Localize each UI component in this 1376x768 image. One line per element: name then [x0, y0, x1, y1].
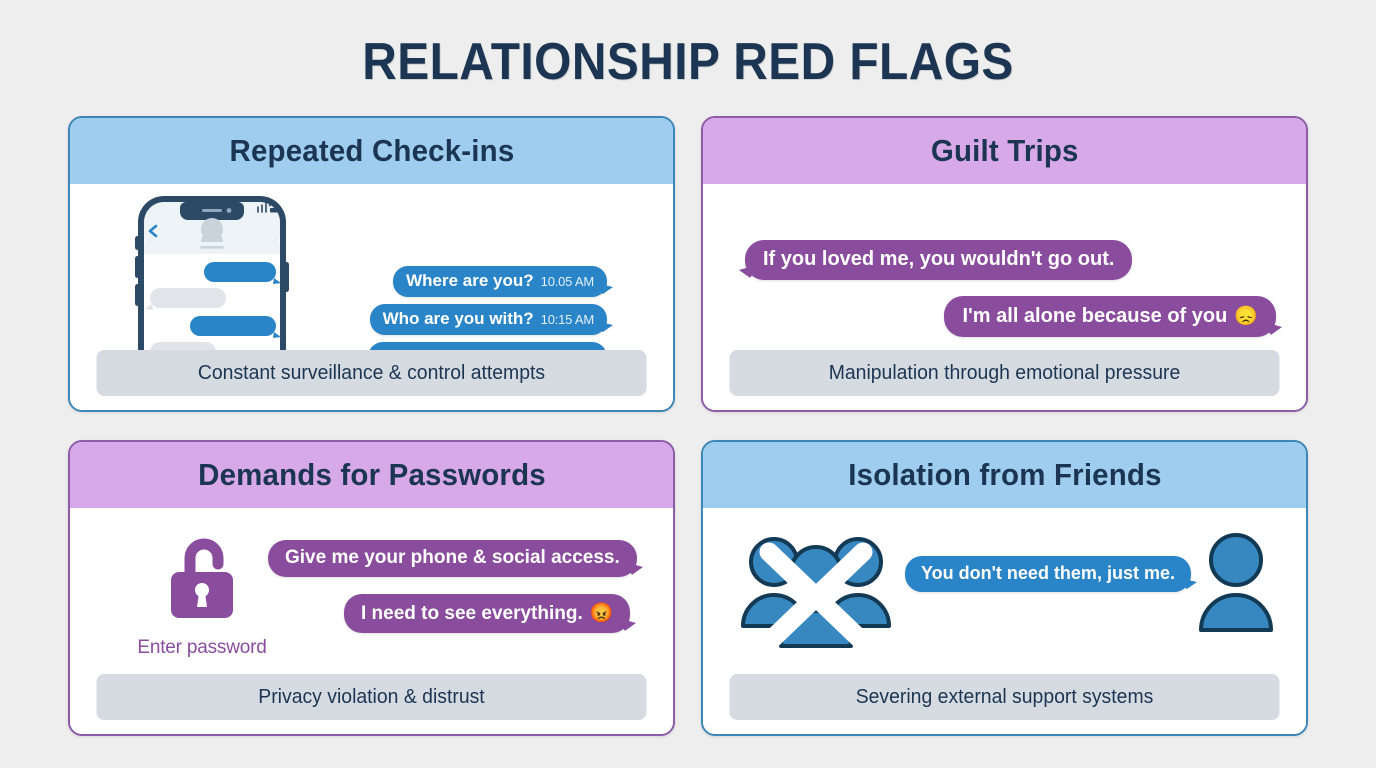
- card-body-guilt-trips: If you loved me, you wouldn't go out. I'…: [703, 184, 1306, 350]
- card-footer-caption: Severing external support systems: [729, 674, 1280, 720]
- card-header-demands-for-passwords: Demands for Passwords: [70, 442, 673, 508]
- message-bubble: I'm all alone because of you 😞: [944, 296, 1282, 337]
- smartphone-chat-icon: [128, 192, 296, 350]
- card-guilt-trips: Guilt Trips If you loved me, you wouldn'…: [701, 116, 1308, 412]
- message-time: 10.05 AM: [540, 274, 595, 289]
- card-footer-caption: Privacy violation & distrust: [96, 674, 647, 720]
- message-time: 10:15 AM: [540, 312, 595, 327]
- card-header-isolation-from-friends: Isolation from Friends: [703, 442, 1306, 508]
- message-bubble: You don't need them, just me.: [905, 556, 1197, 592]
- message-text: I'm all alone because of you: [962, 305, 1228, 327]
- card-footer-wrap: Manipulation through emotional pressure: [703, 350, 1306, 410]
- message-text: Text me back NOW: [381, 347, 534, 350]
- card-header-guilt-trips: Guilt Trips: [703, 118, 1306, 184]
- message-bubble: If you loved me, you wouldn't go out.: [738, 240, 1133, 280]
- single-person-icon: [1196, 530, 1276, 641]
- card-body-demands-for-passwords: Enter password Give me your phone & soci…: [70, 508, 673, 674]
- card-title: Repeated Check-ins: [229, 133, 514, 168]
- message-bubble: Text me back NOW 10:30 AM: [367, 342, 607, 350]
- card-title: Demands for Passwords: [197, 457, 546, 492]
- card-header-repeated-check-ins: Repeated Check-ins: [70, 118, 673, 184]
- card-footer-wrap: Constant surveillance & control attempts: [70, 350, 673, 410]
- card-body-isolation-from-friends: You don't need them, just me.: [703, 508, 1306, 674]
- card-title: Isolation from Friends: [847, 457, 1162, 492]
- card-grid: Repeated Check-ins: [68, 116, 1308, 736]
- password-prompt: Enter password: [122, 530, 282, 659]
- enter-password-label: Enter password: [137, 637, 267, 658]
- message-bubble: Where are you? 10.05 AM: [393, 266, 613, 297]
- message-bubble: Who are you with? 10:15 AM: [369, 304, 614, 335]
- card-title: Guilt Trips: [930, 133, 1079, 168]
- message-bubble: Give me your phone & social access.: [268, 540, 643, 577]
- card-footer-wrap: Privacy violation & distrust: [70, 674, 673, 734]
- open-padlock-icon: [171, 538, 233, 618]
- message-text: If you loved me, you wouldn't go out.: [763, 248, 1115, 270]
- message-text: Who are you with?: [382, 309, 534, 328]
- message-text: I need to see everything.: [361, 603, 583, 624]
- message-bubble: I need to see everything. 😡: [344, 594, 637, 633]
- card-footer-caption: Constant surveillance & control attempts: [96, 350, 647, 396]
- card-repeated-check-ins: Repeated Check-ins: [68, 116, 675, 412]
- card-isolation-from-friends: Isolation from Friends You don't need th…: [701, 440, 1308, 736]
- card-footer-caption: Manipulation through emotional pressure: [729, 350, 1280, 396]
- page-title: RELATIONSHIP RED FLAGS: [362, 33, 1014, 91]
- group-crossed-out-icon: [741, 530, 891, 657]
- message-text: You don't need them, just me.: [921, 563, 1175, 583]
- card-demands-for-passwords: Demands for Passwords Enter password Giv…: [68, 440, 675, 736]
- card-body-repeated-check-ins: Where are you? 10.05 AM Who are you with…: [70, 184, 673, 350]
- disappointed-face-emoji: 😞: [1234, 306, 1258, 327]
- card-footer-wrap: Severing external support systems: [703, 674, 1306, 734]
- message-text: Where are you?: [406, 271, 534, 290]
- angry-face-emoji: 😡: [589, 603, 614, 624]
- message-text: Give me your phone & social access.: [285, 547, 620, 568]
